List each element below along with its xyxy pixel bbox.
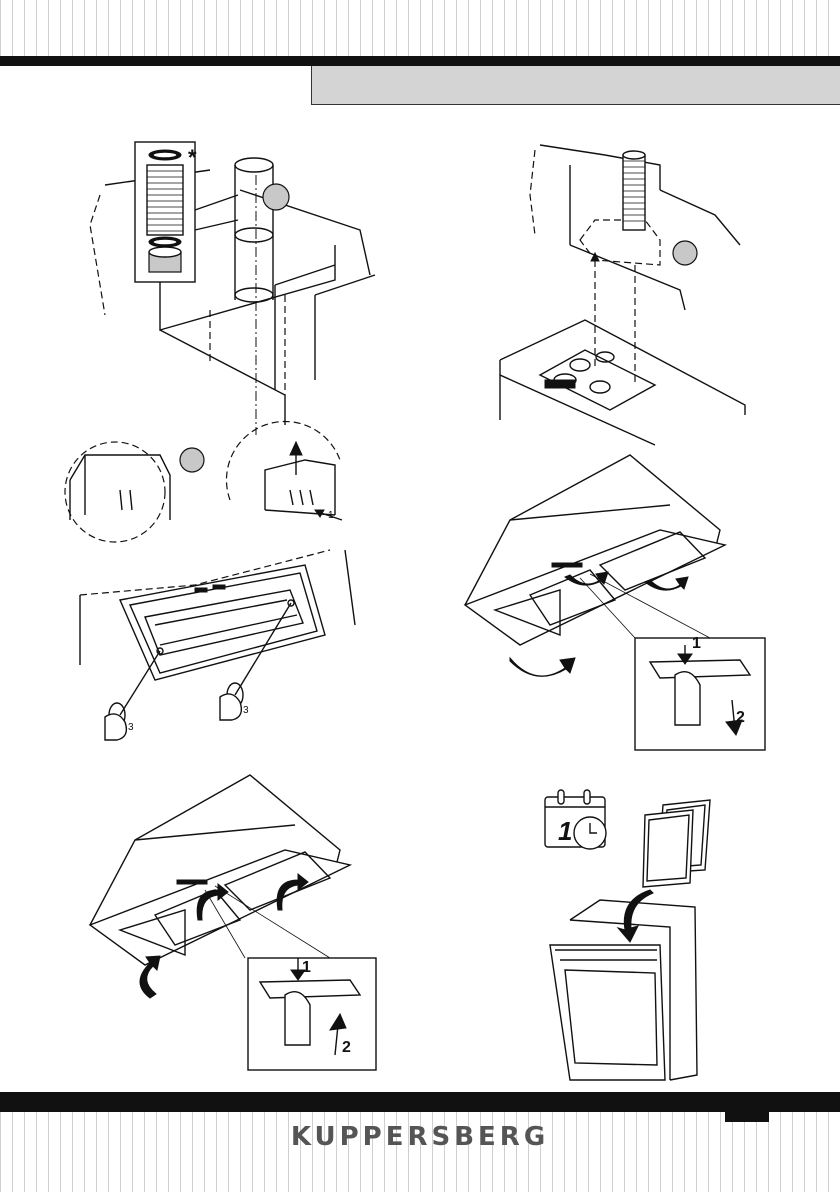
section-header-box	[311, 66, 840, 105]
figure-filter-removal: 1 2	[460, 450, 770, 755]
step-label-1: 1	[328, 510, 334, 521]
step-label-1b: 1	[692, 635, 701, 652]
figure-duct-installation: *	[80, 135, 380, 435]
step-label-3b: 3	[243, 705, 249, 716]
bottom-black-bar	[0, 1092, 840, 1112]
brand-logo-text: KUPPERSBERG	[0, 1122, 840, 1152]
asterisk-mark: *	[188, 145, 197, 170]
step-label-3a: 3	[128, 722, 134, 733]
figure-hood-mounting	[485, 135, 785, 445]
step-label-2b: 2	[736, 709, 745, 726]
step-label-2c: 2	[342, 1039, 351, 1056]
figure-bracket-detail: 1	[60, 440, 350, 550]
top-decorative-stripes	[0, 0, 840, 56]
figure-filter-installation: 1 2	[80, 770, 380, 1075]
step-label-1c: 1	[302, 959, 311, 976]
figure-dishwasher-filter-cleaning	[545, 795, 745, 1085]
top-black-bar	[0, 56, 840, 66]
page-number-tab	[725, 1108, 769, 1122]
figure-hood-screwing: 3 3	[65, 545, 375, 745]
